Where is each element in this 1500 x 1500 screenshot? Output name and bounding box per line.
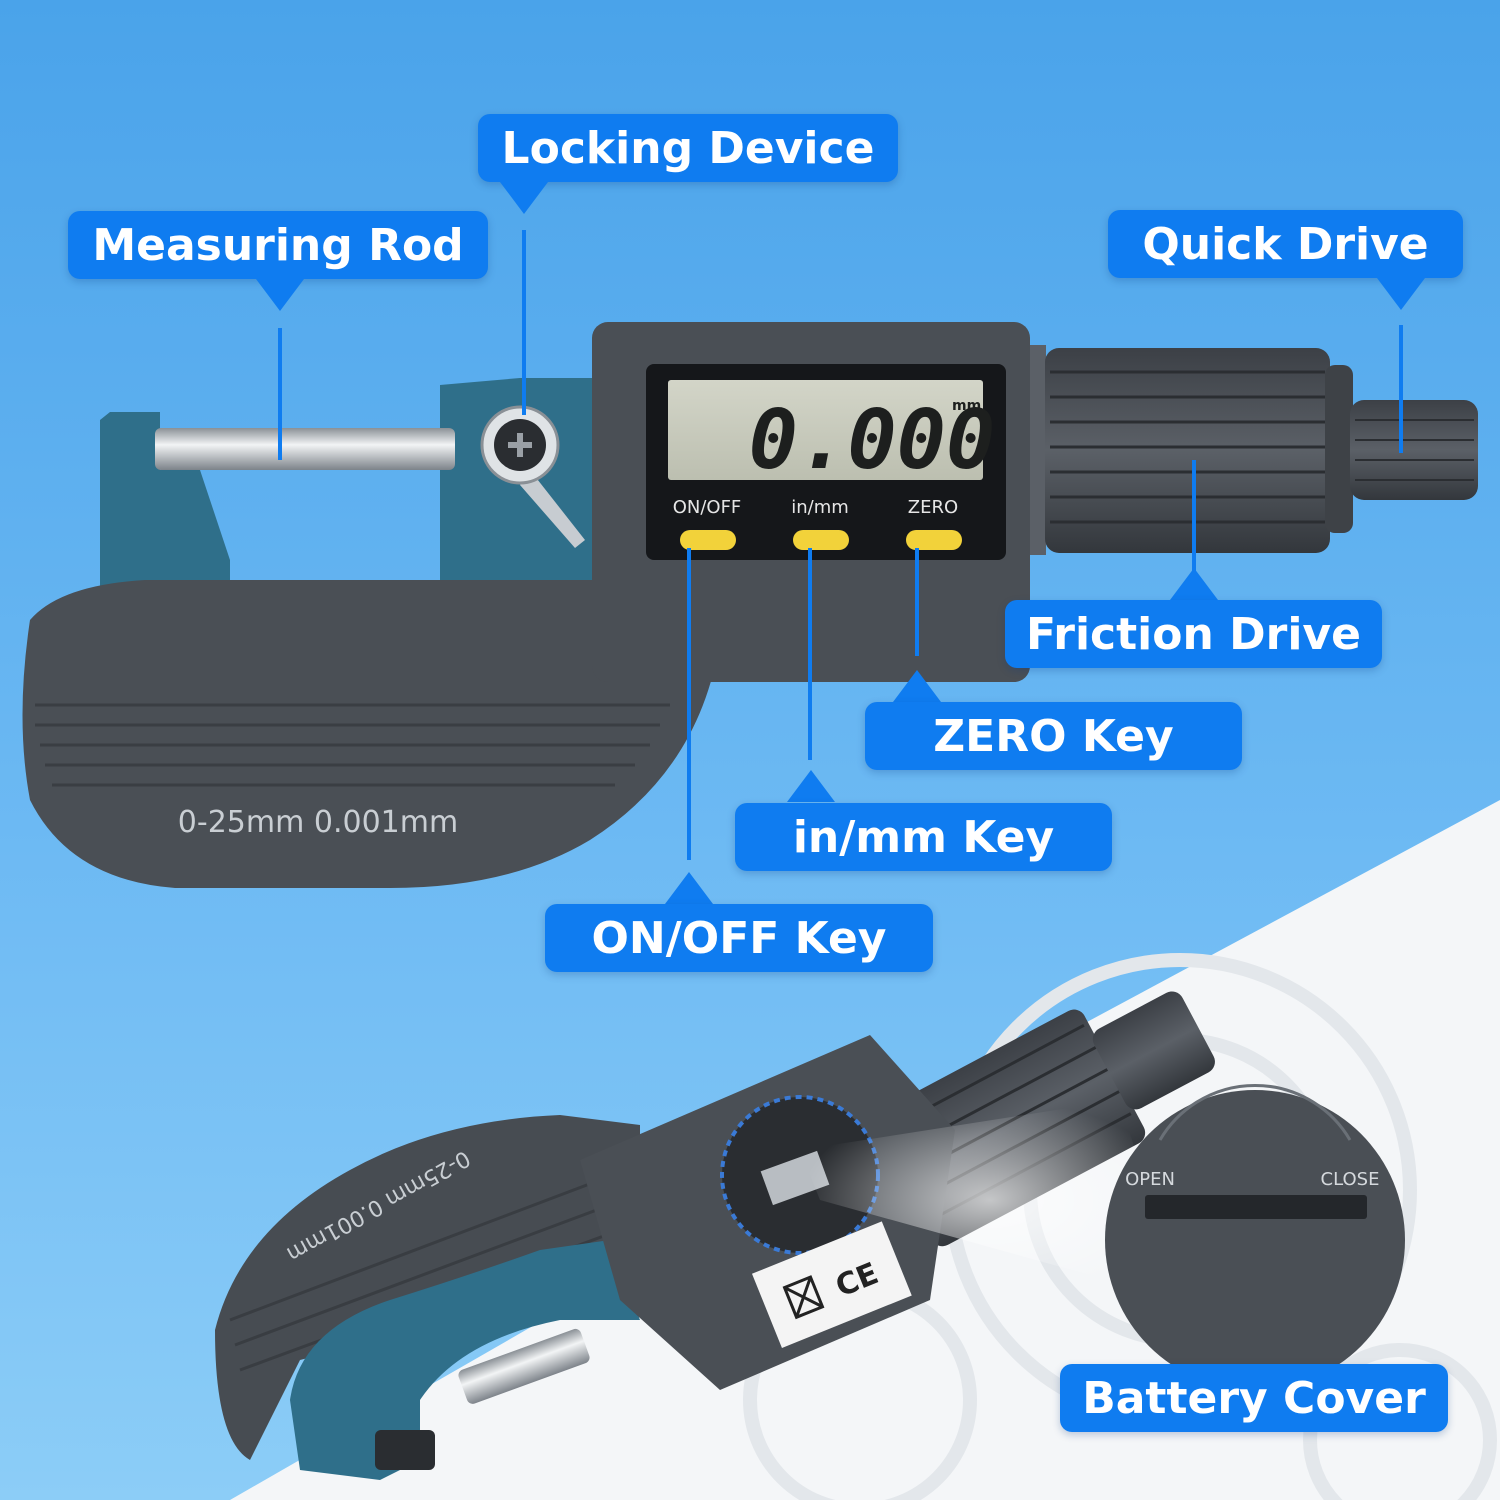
pointer-friction-drive [1170,568,1218,600]
lcd-reading: 0.000 [749,393,996,488]
callout-inmm-key: in/mm Key [735,803,1112,871]
ratchet-neck [1325,365,1353,533]
pointer-quick-drive [1377,278,1425,310]
leader-measuring-rod [278,328,282,460]
leader-onoff-key [687,548,691,860]
quick-drive-knob [1350,400,1478,500]
gray-body [22,540,720,888]
callout-label: ON/OFF Key [591,912,887,964]
leader-locking-device [522,230,526,415]
leader-quick-drive [1399,325,1403,453]
callout-label: Friction Drive [1026,608,1361,660]
inmm-button [793,530,849,550]
body-grooves [35,703,670,787]
zero-button [906,530,962,550]
leader-friction-drive [1192,460,1196,572]
pointer-locking-device [500,182,548,214]
callout-zero-key: ZERO Key [865,702,1242,770]
top-micrometer: 0-25mm 0.001mm 0.000 mm ON/OFF in/mm ZER… [22,322,1478,888]
rear-anvil [375,1430,435,1470]
pointer-inmm-key [787,770,835,802]
callout-measuring-rod: Measuring Rod [68,211,488,279]
callout-battery-cover: Battery Cover [1060,1364,1448,1432]
callout-label: Locking Device [501,122,875,174]
lcd-unit: mm [952,398,981,414]
onoff-button [680,530,736,550]
knob-ridges [1050,370,1325,524]
locking-device [480,405,585,548]
thimble-collar [1030,345,1046,555]
leader-inmm-key [808,548,812,760]
pointer-measuring-rod [256,279,304,311]
pointer-zero-key [893,670,941,702]
callout-label: Battery Cover [1082,1372,1426,1424]
leader-zero-key [915,548,919,656]
friction-drive-knob [1045,348,1330,553]
spotlight-beam [800,1100,1180,1300]
callout-label: Quick Drive [1142,218,1429,270]
callout-label: in/mm Key [792,811,1055,863]
callout-locking-device: Locking Device [478,114,898,182]
callout-label: ZERO Key [933,710,1174,762]
rear-blue-frame [290,1240,640,1480]
battery-cover-slot [1145,1195,1367,1219]
button-label-onoff: ON/OFF [673,497,742,518]
callout-onoff-key: ON/OFF Key [545,904,933,972]
ratchet-ridges [1355,419,1474,481]
lcd-screen [668,380,983,480]
rear-spindle [458,1328,590,1404]
battery-cover-close: CLOSE [1321,1169,1380,1190]
callout-friction-drive: Friction Drive [1005,600,1382,668]
callout-quick-drive: Quick Drive [1108,210,1463,278]
measuring-rod [155,428,455,470]
frame-engraving: 0-25mm 0.001mm [178,805,458,840]
battery-cover-part: OPEN CLOSE [1105,1084,1405,1390]
callout-label: Measuring Rod [92,219,464,271]
battery-cover-open: OPEN [1125,1169,1175,1190]
button-label-zero: ZERO [908,497,958,518]
pointer-onoff-key [665,872,713,904]
ce-label: CE [751,1221,912,1348]
rear-gray-body [215,1115,640,1460]
button-label-inmm: in/mm [791,497,849,518]
bottom-micrometer: 0-25mm 0.001mm CE [215,991,1215,1480]
